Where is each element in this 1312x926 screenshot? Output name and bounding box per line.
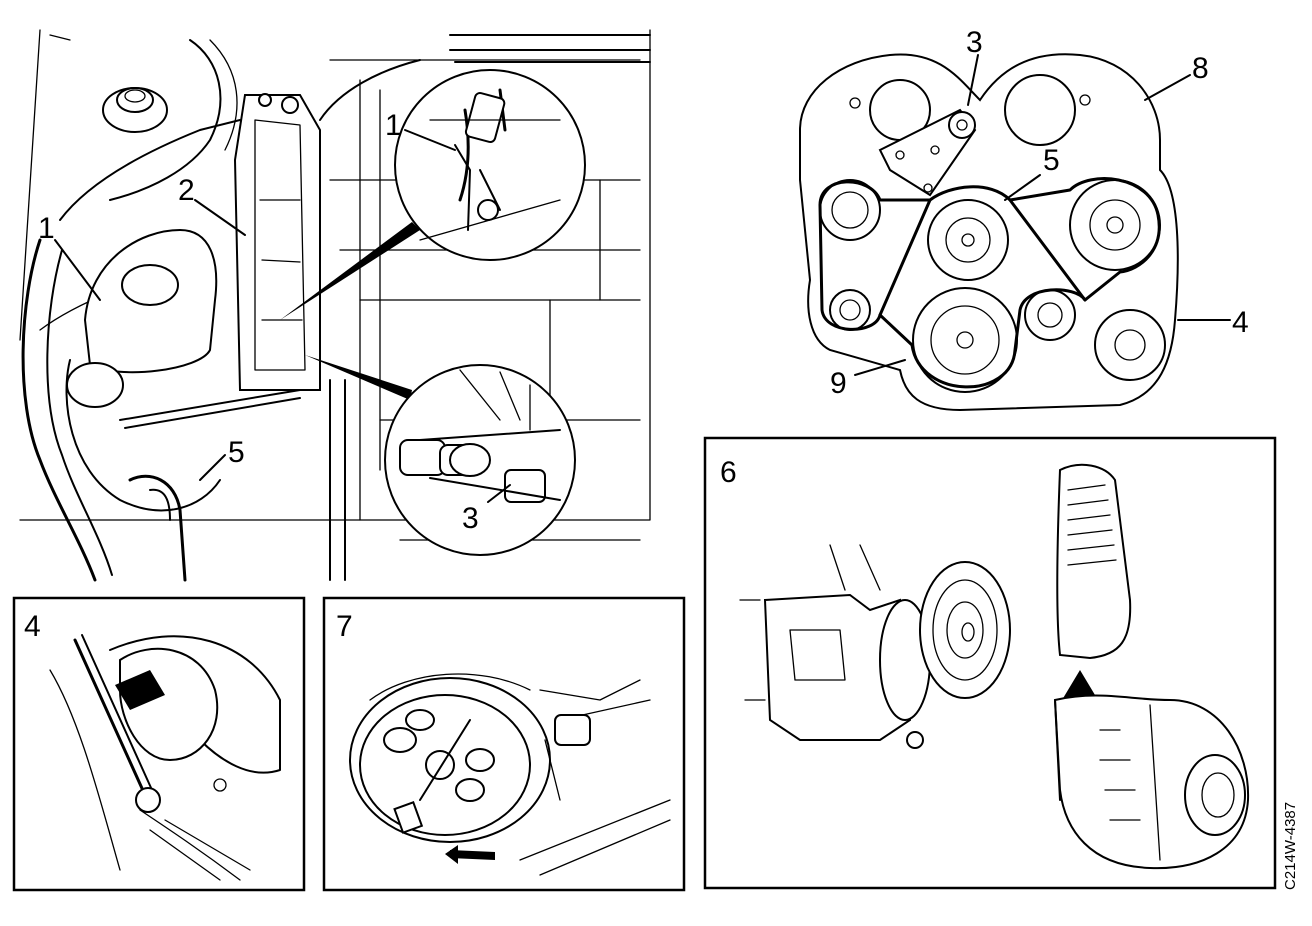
panel-7-label: 7 <box>336 610 353 643</box>
panel-4-label: 4 <box>24 610 41 643</box>
panel-6-alternator: 6 <box>703 436 1277 890</box>
callout-1-hose-detail: 1 <box>385 109 402 142</box>
strut-mount <box>102 87 168 133</box>
panel-7-crank-pulley: 7 <box>322 596 686 892</box>
callout-2-bracket: 2 <box>178 174 195 207</box>
panel-6-label: 6 <box>720 456 737 489</box>
callout-4-alternator: 4 <box>1232 306 1249 339</box>
callout-5-hose: 5 <box>228 436 245 469</box>
callout-8-cover: 8 <box>1192 52 1209 85</box>
engine-bay-view: 1 1 2 3 5 <box>19 29 651 582</box>
callout-3-tensioner: 3 <box>966 26 983 59</box>
engine-bracket <box>233 93 321 391</box>
detail-circle-upper <box>394 69 586 261</box>
detail-circle-lower <box>384 364 576 556</box>
coolant-reservoir <box>65 228 221 512</box>
panel-4-tensioner-tool: 4 <box>12 596 306 892</box>
document-id: C214W-4387 <box>1282 802 1299 890</box>
callout-3-clamp: 3 <box>462 502 479 535</box>
callout-5-belt: 5 <box>1043 144 1060 177</box>
pulley-set <box>819 179 1166 393</box>
belt-routing-view: 3 8 5 4 9 <box>799 26 1249 412</box>
callout-9-crankshaft: 9 <box>830 367 847 400</box>
callout-1-reservoir: 1 <box>38 212 55 245</box>
